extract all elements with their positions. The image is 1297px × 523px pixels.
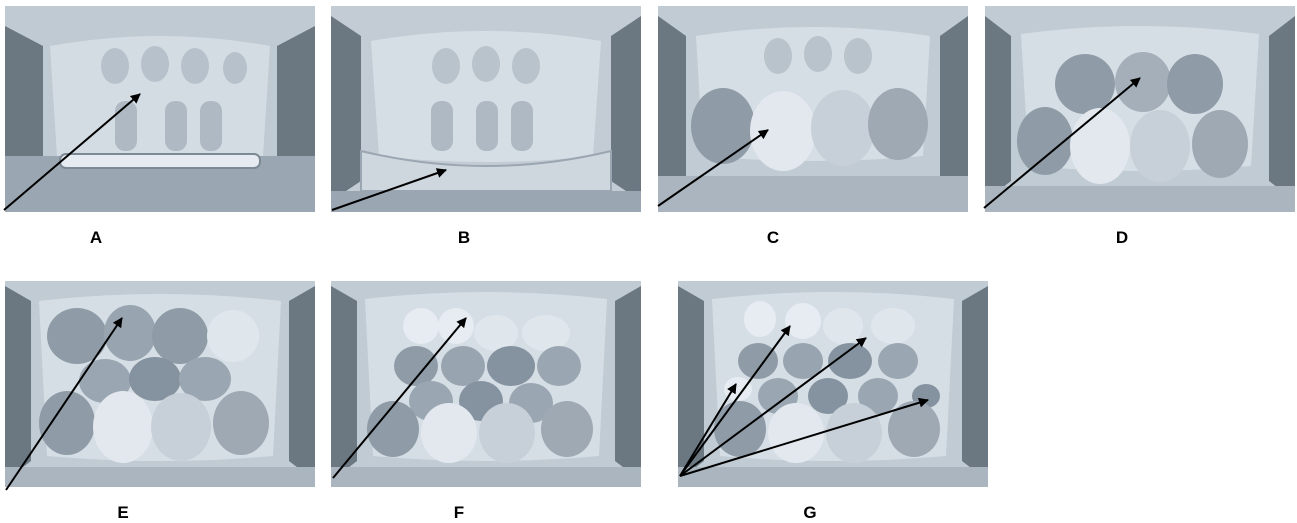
panel-label-g: G: [790, 503, 830, 523]
photo-panel-a: [5, 6, 315, 212]
panel-label-c: C: [753, 228, 793, 248]
photo-panel-b: [331, 6, 641, 212]
photo-panel-g: [678, 281, 988, 487]
fireplace-base-tile-illustration: [331, 6, 641, 212]
fireplace-second-row-stones-illustration: [985, 6, 1295, 212]
panel-label-d: D: [1102, 228, 1142, 248]
fireplace-first-row-stones-illustration: [658, 6, 968, 212]
panel-label-e: E: [103, 503, 143, 523]
fireplace-decorative-stones-illustration: [678, 281, 988, 487]
photo-panel-f: [331, 281, 641, 487]
fireplace-third-row-stones-illustration: [5, 281, 315, 487]
fireplace-full-stones-illustration: [331, 281, 641, 487]
photo-panel-d: [985, 6, 1295, 212]
panel-label-b: B: [444, 228, 484, 248]
photo-panel-e: [5, 281, 315, 487]
panel-label-a: A: [76, 228, 116, 248]
photo-panel-c: [658, 6, 968, 212]
panel-label-f: F: [439, 503, 479, 523]
fireplace-empty-burner-illustration: [5, 6, 315, 212]
